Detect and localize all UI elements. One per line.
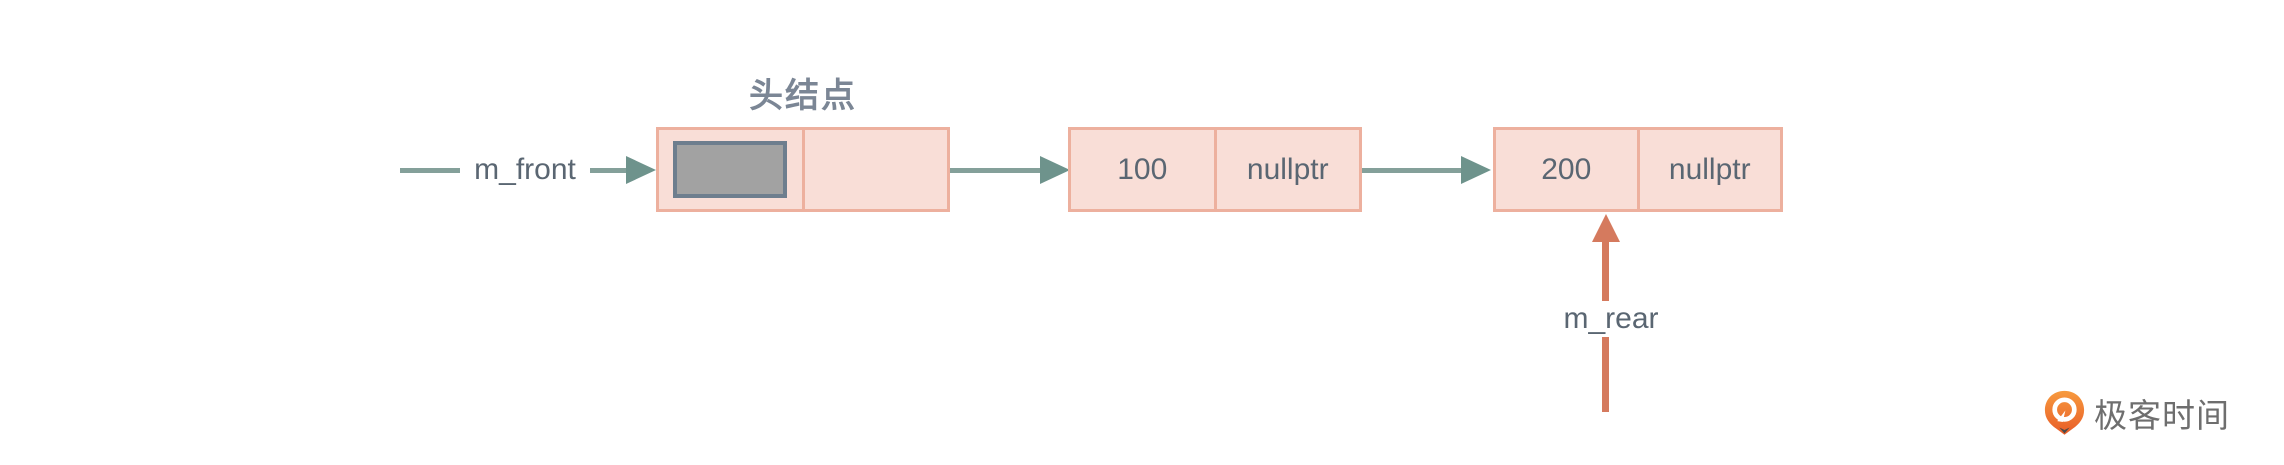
node-1-pointer: nullptr bbox=[1246, 152, 1329, 186]
link-arrow-line-2 bbox=[1362, 168, 1463, 173]
front-pointer-arrowhead-icon bbox=[626, 156, 656, 184]
list-node-1: 100 nullptr bbox=[1068, 127, 1362, 212]
geektime-logo-icon bbox=[2044, 390, 2085, 436]
node-2-value: 200 bbox=[1496, 130, 1640, 209]
head-node-data-cell bbox=[659, 130, 805, 209]
node-2-pointer: nullptr bbox=[1668, 152, 1751, 186]
node-1-value: 100 bbox=[1071, 130, 1217, 209]
rear-pointer-arrowhead-icon bbox=[1592, 214, 1620, 242]
head-node bbox=[656, 127, 950, 212]
link-arrow-line-1 bbox=[950, 168, 1042, 173]
head-node-title: 头结点 bbox=[749, 77, 857, 115]
front-pointer-label: m_front bbox=[460, 152, 590, 188]
rear-pointer-label: m_rear bbox=[1532, 301, 1690, 337]
list-node-2: 200 nullptr bbox=[1493, 127, 1783, 212]
link-arrowhead-1-icon bbox=[1040, 156, 1070, 184]
brand-logo-text: 极客时间 bbox=[2094, 397, 2230, 434]
head-node-dummy-data-box bbox=[673, 141, 788, 198]
link-arrowhead-2-icon bbox=[1461, 156, 1491, 184]
brand-logo: 极客时间 bbox=[2044, 389, 2230, 437]
head-node-next-cell bbox=[805, 130, 948, 209]
